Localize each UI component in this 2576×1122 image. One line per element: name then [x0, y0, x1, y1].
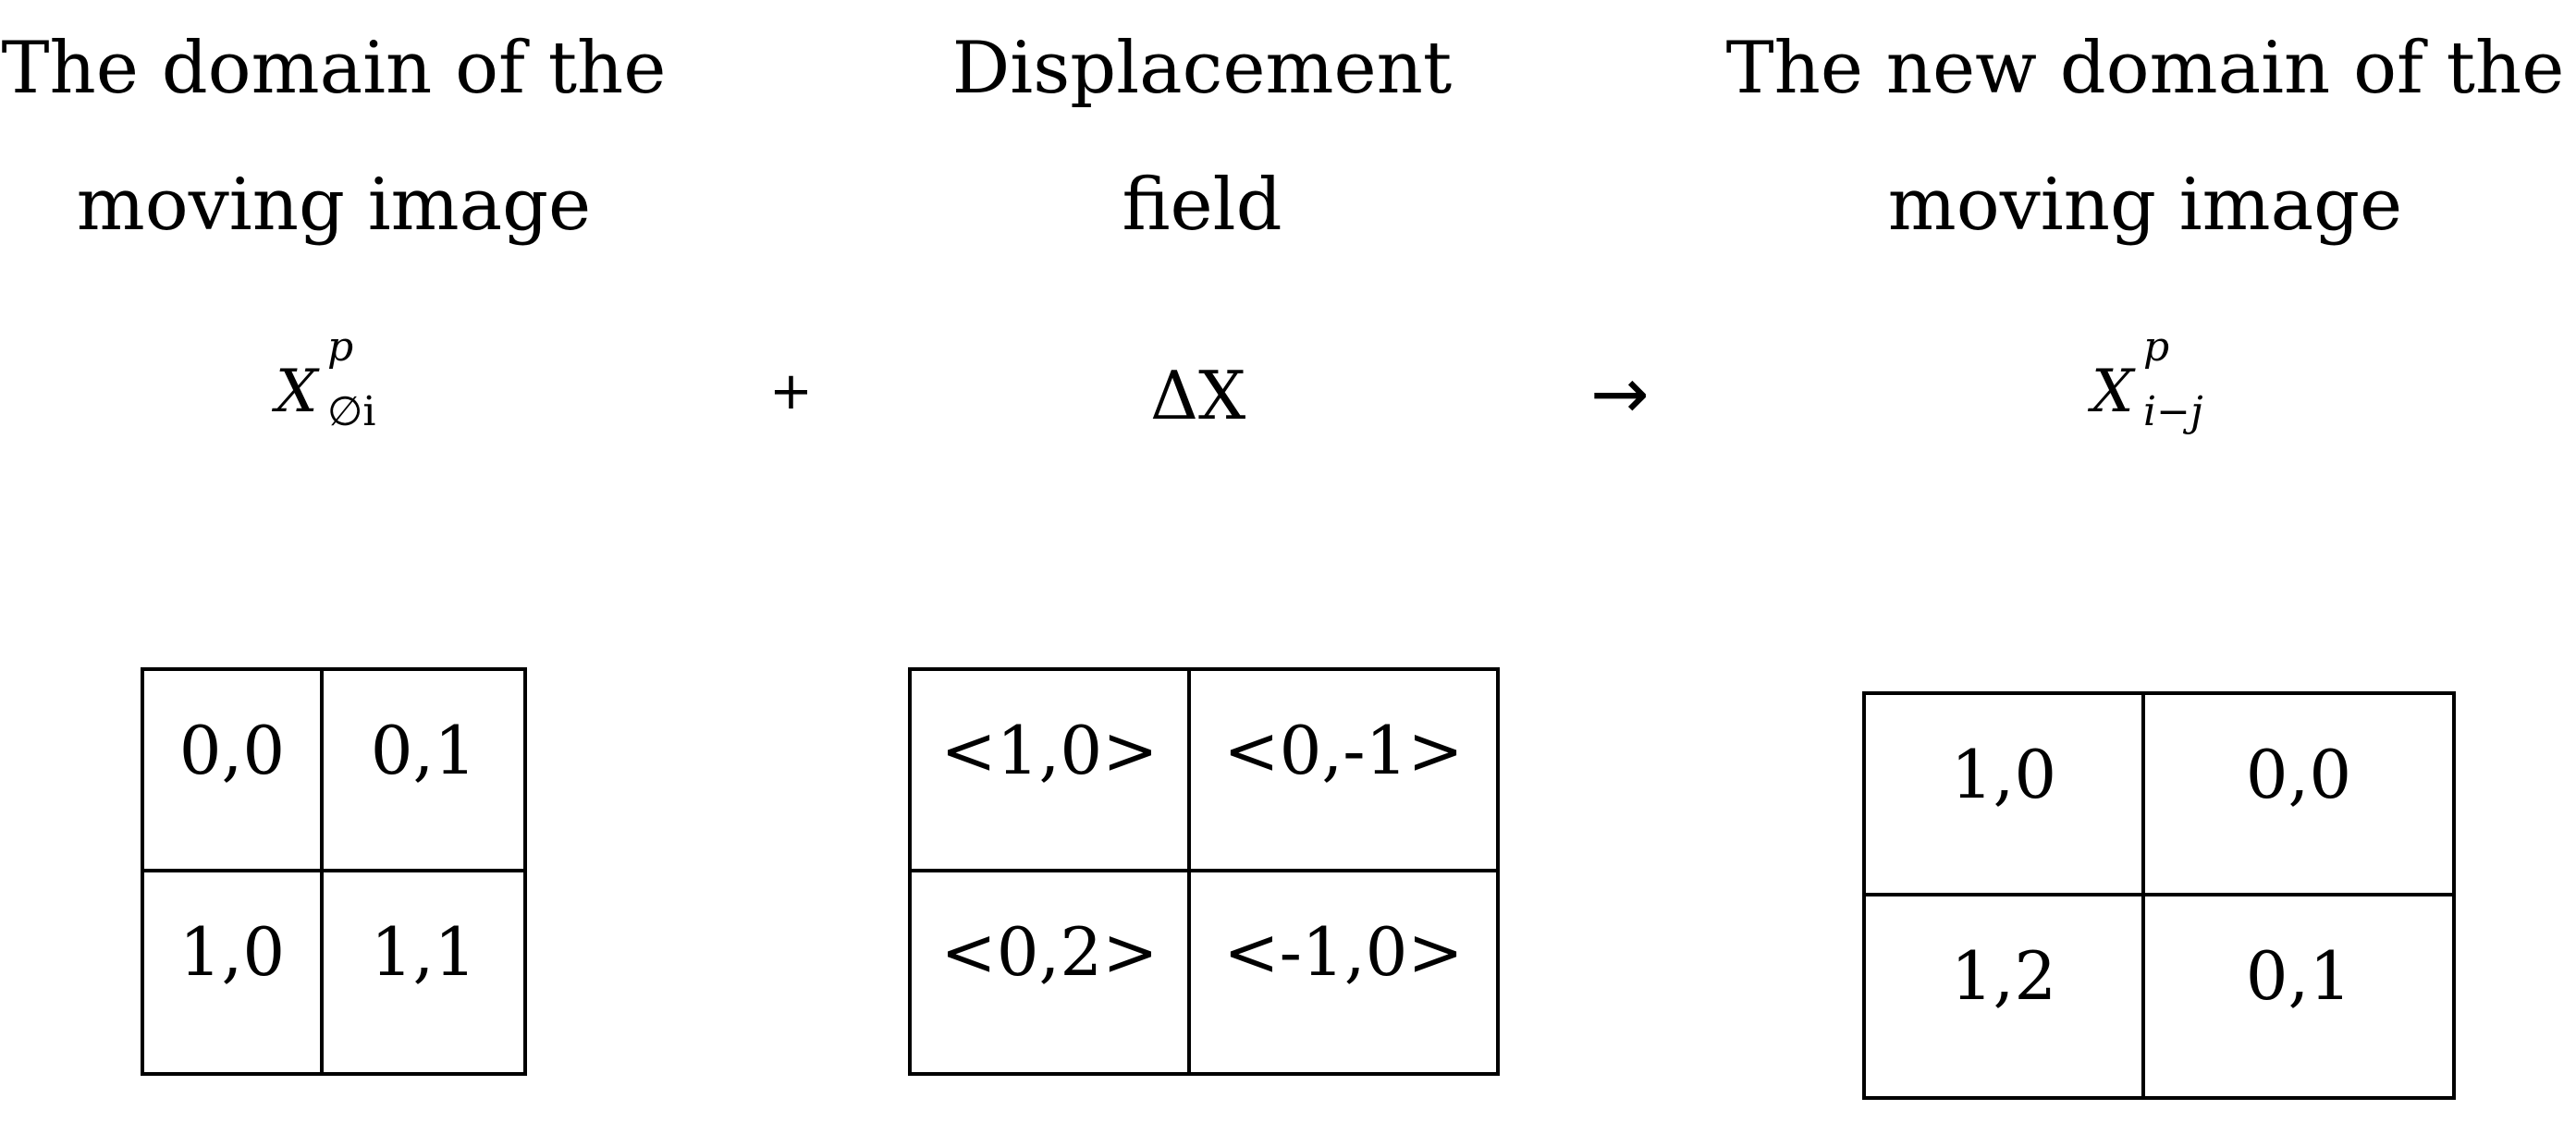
moving-image-domain-title: The domain of the moving image: [0, 0, 668, 274]
new-domain-title-line1: The new domain of the: [1725, 27, 2565, 110]
new-domain-grid-cell-r2c2: 0,1: [2245, 937, 2352, 1015]
plus-operator: +: [769, 361, 813, 421]
new-domain-symbol-superscript: p: [2143, 323, 2170, 371]
new-domain-grid-cell-r1c1: 1,0: [1866, 695, 2145, 896]
displacement-field-title: Displacement field: [878, 0, 1526, 274]
displacement-grid-cell-r2c2: <-1,0>: [1223, 913, 1464, 991]
moving-domain-symbol-base: X: [276, 358, 318, 426]
new-domain-grid-cell-r2c1: 1,2: [1866, 896, 2145, 1096]
moving-domain-symbol-superscript: p: [327, 323, 354, 371]
moving-image-domain-title-line2: moving image: [76, 164, 592, 247]
new-domain-symbol-base: X: [2091, 358, 2134, 426]
displacement-grid-cell-r1c2: <0,-1>: [1191, 671, 1496, 872]
moving-image-domain-title-line1: The domain of the: [1, 27, 667, 110]
displacement-grid-cell-r2c1: <0,2>: [912, 872, 1191, 1072]
displacement-field-title-line1: Displacement: [951, 27, 1453, 110]
displacement-symbol: ΔX: [1150, 357, 1246, 434]
new-domain-grid-cell-r1c2: 0,0: [2145, 695, 2452, 896]
new-domain-grid: 1,0 0,0 1,2 0,1: [1862, 691, 2456, 1100]
moving-image-grid: 0,0 0,1 1,0 1,1: [141, 667, 527, 1076]
new-domain-symbol: X p i−j: [2091, 327, 2203, 433]
new-domain-title-line2: moving image: [1887, 164, 2403, 247]
moving-grid-cell-r2c1: 1,0: [144, 872, 324, 1072]
moving-domain-symbol-subscript: ∅i: [327, 388, 376, 435]
displacement-grid-cell-r1c1: <1,0>: [912, 671, 1191, 872]
moving-grid-cell-r2c2: 1,1: [370, 913, 477, 991]
moving-domain-symbol: X p ∅i: [276, 327, 375, 433]
displacement-field-title-line2: field: [1122, 164, 1282, 247]
new-domain-title: The new domain of the moving image: [1720, 0, 2570, 274]
mapping-arrow: →: [1590, 352, 1650, 434]
moving-grid-cell-r1c1: 0,0: [144, 671, 324, 872]
new-domain-symbol-subscript: i−j: [2143, 388, 2203, 435]
displacement-field-grid: <1,0> <0,-1> <0,2> <-1,0>: [908, 667, 1500, 1076]
moving-grid-cell-r1c2: 0,1: [324, 671, 523, 872]
